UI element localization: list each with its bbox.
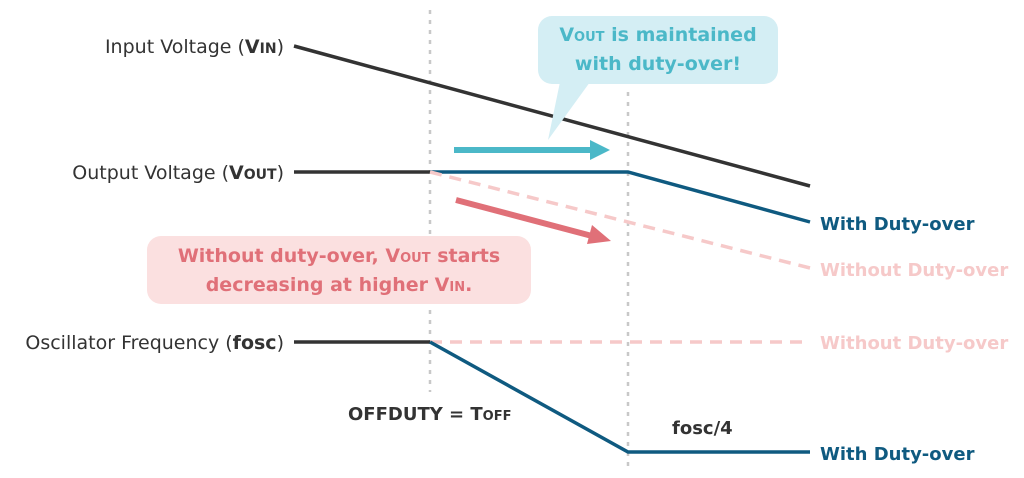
pink-arrow: [455, 197, 611, 244]
fosc-with-label: With Duty-over: [820, 444, 975, 465]
teal-callout-line1: VOUT is maintained: [559, 24, 757, 46]
teal-callout-line2: with duty-over!: [574, 53, 742, 75]
pink-callout: Without duty-over, VOUT starts decreasin…: [147, 236, 531, 304]
teal-arrow: [454, 140, 610, 160]
vin-label: Input Voltage (VIN): [105, 36, 284, 58]
pink-callout-line2: decreasing at higher VIN.: [205, 274, 473, 296]
fosc-div-label: fosc/4: [672, 418, 733, 439]
offduty-label: OFFDUTY = TOFF: [348, 404, 511, 425]
vout-without-label: Without Duty-over: [820, 260, 1008, 281]
teal-callout: VOUT is maintained with duty-over!: [538, 16, 778, 84]
pink-callout-line1: Without duty-over, VOUT starts: [177, 245, 501, 267]
vout-with-label: With Duty-over: [820, 214, 975, 235]
fosc-without-label: Without Duty-over: [820, 333, 1008, 354]
fosc-label: Oscillator Frequency (fosc): [25, 332, 284, 354]
vout-without-line: [429, 170, 811, 270]
fosc-with-line: [429, 340, 810, 454]
vout-with-line: [430, 170, 811, 224]
teal-callout-pointer: [548, 82, 590, 140]
vout-label: Output Voltage (VOUT): [72, 162, 284, 184]
vin-line: [293, 44, 811, 188]
